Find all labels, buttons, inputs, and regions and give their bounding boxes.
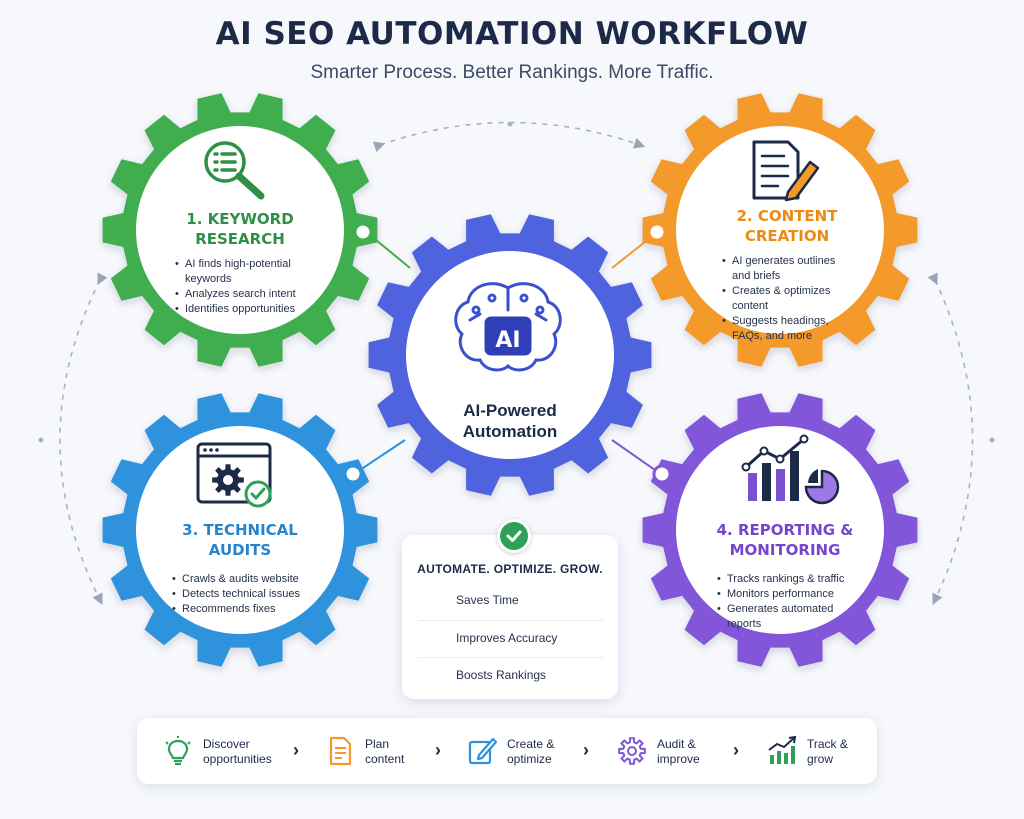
browser-gear-icon [196,442,272,508]
ai-brain-icon [454,282,562,372]
step-title: 2. CONTENT CREATION [736,207,838,245]
connector-blue [343,439,406,484]
gear-face [676,126,884,334]
step-content-creation: 2. CONTENT CREATION AI generates outline… [712,206,862,344]
bullet: Suggests headings, [722,314,862,329]
step-bullets: Crawls & audits website Detects technica… [172,572,320,617]
page-title: AI SEO AUTOMATION WORKFLOW [215,16,809,52]
bullet: AI finds high-potential [175,257,315,272]
gear-face [136,126,344,334]
gear-outline [618,737,646,765]
bullet: Detects technical issues [172,587,320,602]
step-bullets: AI finds high-potential keywords Analyze… [175,257,315,317]
chevron-right-icon: › [435,740,441,760]
bullet: AI generates outlines [722,254,862,269]
gear-hole [627,746,637,756]
benefit-label: Boosts Rankings [456,668,547,682]
bullet-continued: keywords [185,273,232,285]
check-icon [497,519,531,553]
chevron-right-icon: › [583,740,589,760]
page-subtitle: Smarter Process. Better Rankings. More T… [310,62,714,83]
benefit-label: Saves Time [456,593,519,607]
bullet-continued: and briefs [732,270,781,282]
bullet-continued: content [732,300,769,312]
bullet: Tracks rankings & traffic [717,572,865,587]
cycle-arc-right [927,272,974,606]
magnifier-list-icon [204,141,265,200]
bullet-continued: reports [727,618,762,630]
bullet: Recommends fixes [172,602,320,617]
document-pencil-icon [752,140,820,202]
benefits-card: AUTOMATE. OPTIMIZE. GROW. Saves Time Imp… [402,519,618,699]
benefits-heading: AUTOMATE. OPTIMIZE. GROW. [417,562,603,576]
benefit-label: Improves Accuracy [456,631,558,645]
bullet: Crawls & audits website [172,572,320,587]
step-keyword-research: 1. KEYWORD RESEARCH AI finds high-potent… [165,209,315,317]
benefit-item: Saves Time [418,583,604,619]
chevron-right-icon: › [293,740,299,760]
lightbulb-icon [165,736,191,766]
benefit-item: Improves Accuracy [418,620,604,657]
cycle-arc-left [59,272,108,606]
connector-purple [611,439,672,484]
step-technical-audits: 3. TECHNICAL AUDITS Crawls & audits webs… [160,520,320,617]
step-bullets: Tracks rankings & traffic Monitors perfo… [717,572,865,632]
step-bullets: AI generates outlines and briefs Creates… [722,254,862,344]
chevron-right-icon: › [733,740,739,760]
connector-green [353,222,411,269]
document-icon [329,736,352,766]
step-reporting-monitoring: 4. REPORTING & MONITORING Tracks ranking… [705,520,865,632]
center-label: AI-Powered Automation [462,401,558,441]
step-title: 1. KEYWORD RESEARCH [186,210,294,248]
bullet: Generates automated [717,602,865,617]
bullet: Identifies opportunities [175,302,315,317]
connector-orange [611,222,667,269]
bar-chart-icon [741,434,840,505]
ai-badge-text: AI [495,328,520,353]
edit-pencil-icon [468,737,497,765]
bullet: Monitors performance [717,587,865,602]
step-title: 3. TECHNICAL AUDITS [182,521,298,559]
growth-chart-icon [768,736,797,764]
mini-gear-hole [223,475,233,485]
benefit-item: Boosts Rankings [418,657,604,694]
gear-icon [618,737,646,765]
bullet: Analyzes search intent [175,287,315,302]
bullet-continued: FAQs, and more [732,330,813,342]
bullet: Creates & optimizes [722,284,862,299]
step-title: 4. REPORTING & MONITORING [716,521,854,559]
